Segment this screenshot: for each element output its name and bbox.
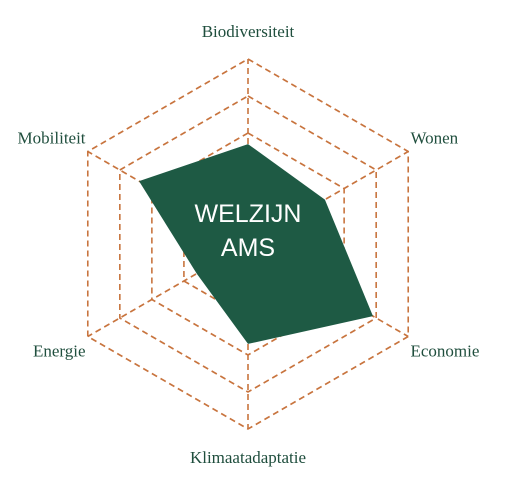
center-label-line-1: WELZIJN <box>195 200 302 228</box>
axis-label-economie: Economie <box>410 342 479 361</box>
axis-label-mobiliteit: Mobiliteit <box>18 129 86 148</box>
data-area <box>139 144 373 344</box>
grid-ring-4 <box>119 95 377 393</box>
axis-label-biodiversiteit: Biodiversiteit <box>202 22 295 41</box>
center-label-line-2: AMS <box>221 234 275 262</box>
axis-label-energie: Energie <box>33 342 86 361</box>
axis-label-klimaatadaptatie: Klimaatadaptatie <box>190 448 306 467</box>
axis-labels: BiodiversiteitWonenEconomieKlimaatadapta… <box>18 22 480 467</box>
axis-label-wonen: Wonen <box>410 129 458 148</box>
